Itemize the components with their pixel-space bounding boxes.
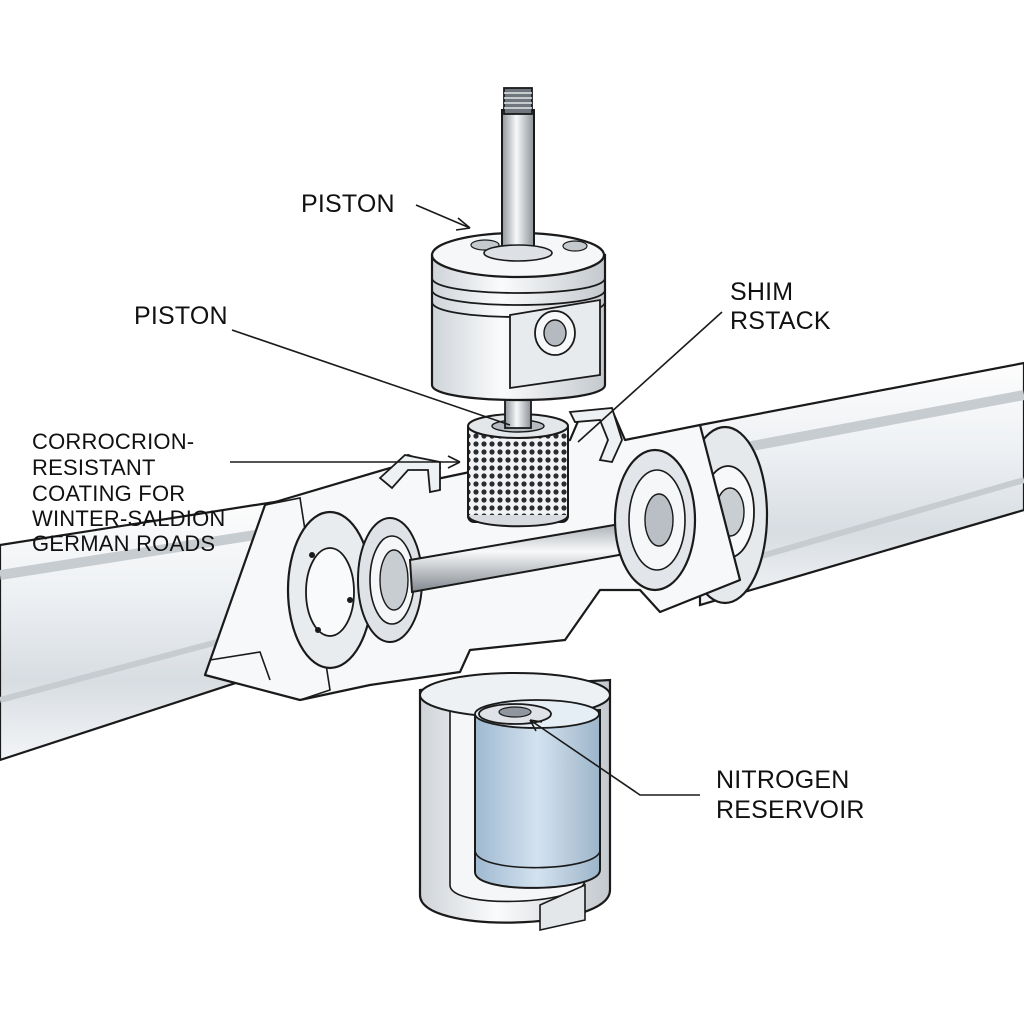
left-clip-bracket [378,454,441,494]
left-flange [286,510,374,670]
label-coating-line2: RESISTANT [32,455,156,480]
mesh-valve [467,413,569,528]
leader-nitrogen [529,719,700,796]
label-coating-line5: GERMAN ROADS [32,531,216,556]
leader-piston-top [415,204,471,229]
piston-rod [483,87,553,262]
shim-stack-bracket [568,407,623,464]
leader-lines [230,204,723,796]
label-piston-top: PISTON [301,190,395,218]
label-coating-line3: COATING FOR [32,481,186,506]
label-piston-left: PISTON [134,302,228,330]
label-coating-line4: WINTER-SALDION [32,506,226,531]
label-shim-stack-line2: RSTACK [730,307,831,335]
label-shim-stack-line1: SHIM [730,278,794,306]
left-seal [357,517,423,643]
label-nitrogen-line2: RESERVOIR [716,796,865,824]
label-nitrogen-line1: NITROGEN [716,766,850,794]
nitrogen-chamber [474,699,601,889]
right-bearing [613,448,697,592]
label-coating-line1: CORROCRION- [32,429,195,454]
leader-shim-stack [577,311,723,443]
leader-piston-left [231,329,511,426]
